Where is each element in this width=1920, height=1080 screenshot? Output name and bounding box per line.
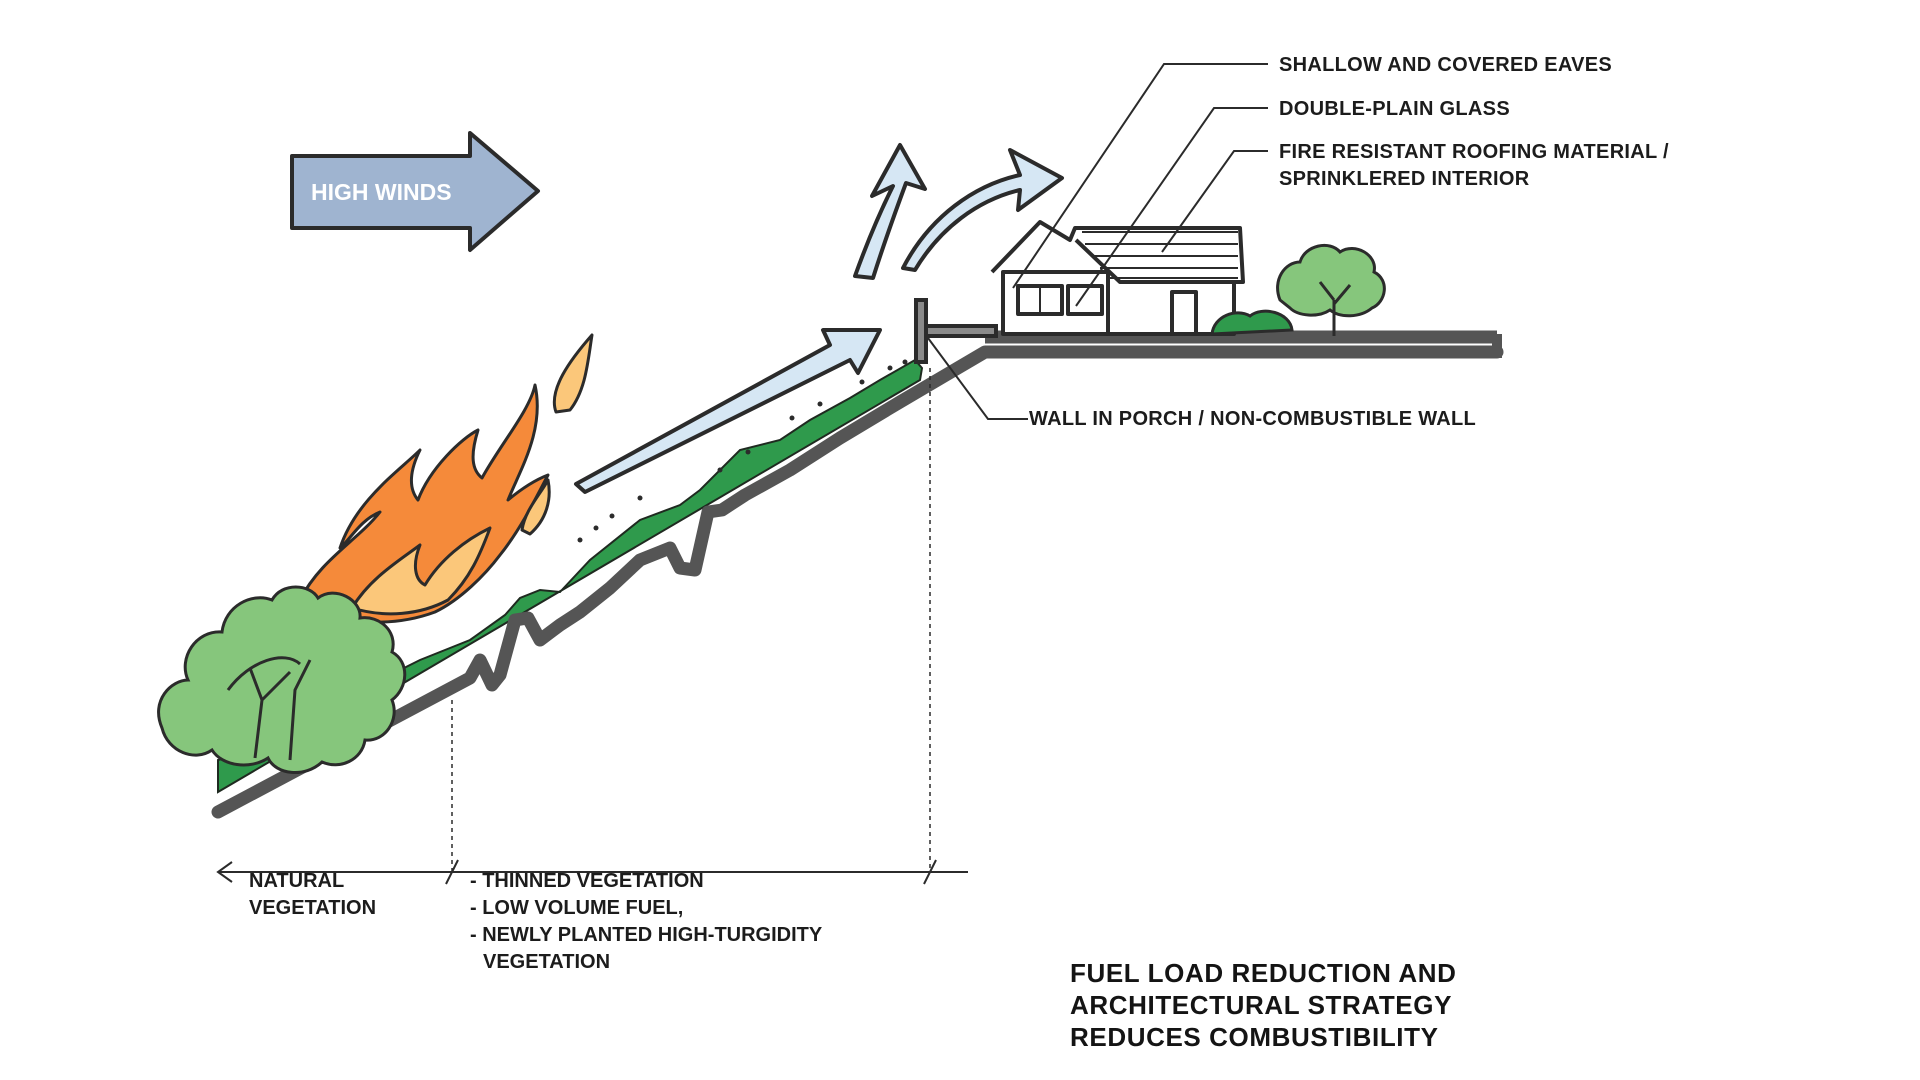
callout-eaves: SHALLOW AND COVERED EAVES [1279,54,1613,76]
wind-arrow-slope [574,328,882,494]
high-winds-arrow: HIGH WINDS [290,131,540,252]
ground-line [211,345,1504,819]
porch-wall [914,298,998,364]
ember-dots [577,359,908,543]
zone-managed-line3: - NEWLY PLANTED HIGH-TURGIDITY [470,924,823,946]
zone-natural: NATURAL VEGETATION [249,868,376,922]
caption-line2: ARCHITECTURAL STRATEGY [1070,990,1453,1020]
heat-arrow-right [901,148,1064,272]
zone-managed: - THINNED VEGETATION - LOW VOLUME FUEL, … [470,868,822,976]
zone-natural-line2: VEGETATION [249,897,377,919]
zone-natural-line1: NATURAL [249,870,345,892]
callout-wall: WALL IN PORCH / NON-COMBUSTIBLE WALL [1029,408,1477,430]
leader-lines [927,63,1268,420]
callout-glass: DOUBLE-PLAIN GLASS [1279,98,1510,120]
callout-roofing-line2: SPRINKLERED INTERIOR [1279,168,1530,190]
flame-main [298,383,550,624]
heat-arrows [574,143,1064,494]
flames [298,333,594,624]
zone-managed-line1: - THINNED VEGETATION [470,870,704,892]
flame-tongue-2 [520,478,551,536]
flame-tongue-1 [552,333,594,414]
caption-line1: FUEL LOAD REDUCTION AND [1070,958,1457,988]
heat-arrow-left [853,143,927,280]
caption-line3: REDUCES COMBUSTIBILITY [1070,1022,1439,1052]
natural-trees [157,585,407,775]
house [990,220,1245,336]
diagram-caption: FUEL LOAD REDUCTION AND ARCHITECTURAL ST… [1070,957,1456,1053]
high-winds-label: HIGH WINDS [311,179,452,205]
zone-dimensions [216,368,968,885]
tree-right [1210,243,1386,336]
zone-managed-line2: - LOW VOLUME FUEL, [470,897,684,919]
zone-managed-line4: VEGETATION [483,951,611,973]
callout-roofing-line1: FIRE RESISTANT ROOFING MATERIAL / [1279,141,1669,163]
